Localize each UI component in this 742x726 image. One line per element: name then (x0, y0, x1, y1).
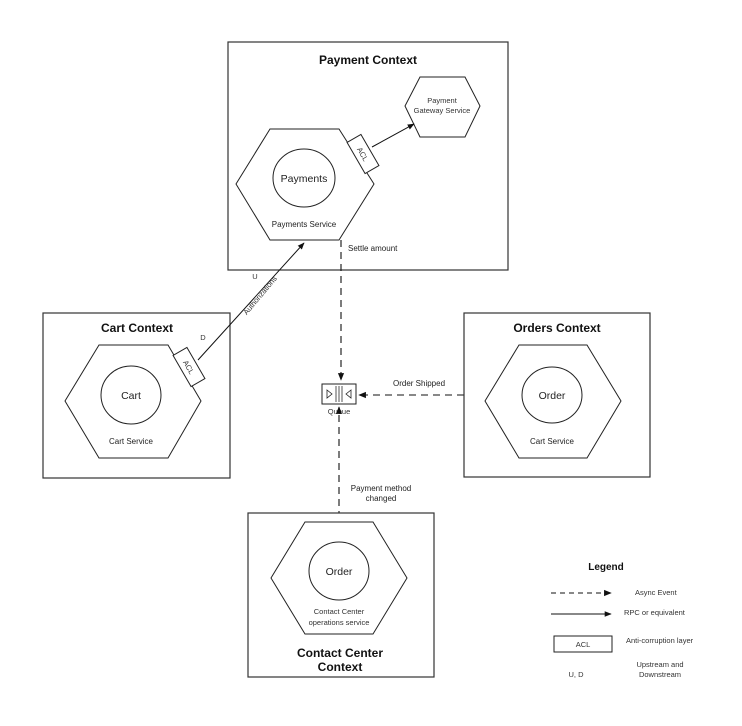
payment-context-title: Payment Context (319, 53, 417, 67)
legend-acl-label: Anti-corruption layer (626, 636, 694, 645)
payment-gateway-hexagon[interactable] (404, 76, 481, 138)
payment-context: Payment Context Payments Payments Servic… (227, 41, 509, 271)
legend-acl-symbol-label: ACL (576, 640, 591, 649)
legend-ud-symbol: U, D (569, 670, 585, 679)
payment-method-label-line2: changed (366, 494, 397, 503)
payment-method-label-line1: Payment method (351, 484, 411, 493)
cart-context: Cart Context Cart Cart Service ACL (42, 312, 231, 479)
contact-center-context: Order Contact Center operations service … (247, 512, 435, 678)
authorizations-rpc-arrow (197, 242, 305, 361)
rpc-arrow-acl-to-gateway (371, 123, 415, 148)
cart-service-label: Cart Service (109, 437, 154, 446)
legend: Legend Async Event RPC or equivalent ACL… (551, 562, 694, 679)
contact-center-core-label: Order (326, 566, 353, 578)
orders-core-circle[interactable] (521, 366, 583, 424)
contact-center-title-line1: Contact Center (297, 646, 383, 660)
legend-title: Legend (588, 562, 624, 573)
cart-core-circle[interactable] (100, 365, 162, 425)
order-shipped-label: Order Shipped (393, 379, 445, 388)
legend-acl-symbol (553, 635, 613, 653)
orders-context: Orders Context Order Cart Service (463, 312, 651, 478)
cart-acl: ACL (172, 346, 206, 388)
payments-core-circle[interactable] (272, 148, 336, 208)
orders-service-label: Cart Service (530, 437, 575, 446)
queue-out-icon (345, 389, 352, 399)
queue[interactable]: Queue (321, 383, 357, 416)
cart-context-title: Cart Context (101, 321, 173, 335)
upstream-marker: U (252, 272, 257, 281)
settle-amount-label: Settle amount (348, 244, 398, 253)
contact-center-service-label-line1: Contact Center (314, 607, 365, 616)
cart-core-label: Cart (121, 390, 141, 402)
downstream-marker: D (200, 333, 206, 342)
authorizations-label: Authorizations (241, 274, 279, 316)
contact-center-core-circle[interactable] (308, 541, 370, 601)
orders-context-title: Orders Context (513, 321, 600, 335)
contact-center-service-label-line2: operations service (309, 618, 370, 627)
orders-core-label: Order (539, 390, 566, 402)
legend-rpc-label: RPC or equivalent (624, 608, 686, 617)
gateway-label-line2: Gateway Service (414, 106, 471, 115)
payments-core-label: Payments (281, 173, 328, 185)
legend-ud-label-line1: Upstream and (636, 660, 683, 669)
payments-service-label: Payments Service (272, 220, 337, 229)
legend-async-label: Async Event (635, 588, 678, 597)
gateway-label-line1: Payment (427, 96, 458, 105)
legend-ud-label-line2: Downstream (639, 670, 681, 679)
contact-center-title-line2: Context (318, 660, 363, 674)
queue-in-icon (326, 389, 333, 399)
payments-acl: ACL (346, 133, 380, 175)
